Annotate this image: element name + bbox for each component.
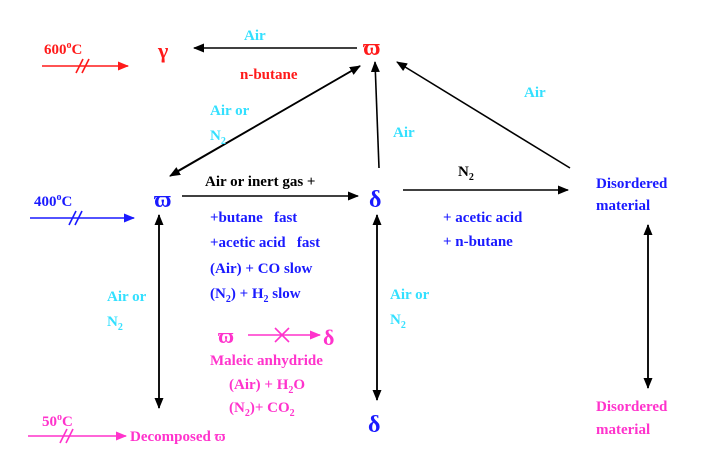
temp-600c: 600oC [44,40,82,58]
slash-50c-1 [59,428,68,444]
label-air-co-slow: (Air) + CO slow [210,261,312,277]
arrow-disordered-to-omega-top [396,61,571,169]
label-air-h2o: (Air) + H2O [229,377,305,396]
label-air-or-n2-right-bottom: Air or N2 [390,287,433,331]
label-n2-h2-slow: (N2) + H2 slow [210,286,301,305]
slash-400c-1 [68,210,77,226]
label-butane-fast: +butane fast [210,210,297,226]
slash-400c-2 [74,210,83,226]
label-air-middle: Air [393,125,415,141]
label-acetic-acid-right: + acetic acid [443,210,523,226]
label-maleic-anhydride: Maleic anhydride [210,353,323,369]
label-air-or-n2-left-bottom: Air or N2 [107,289,150,333]
temp-400c: 400oC [34,192,72,210]
cross-blocked-2 [274,327,290,343]
label-n2-co2: (N2)+ CO2 [229,400,295,419]
label-air-top: Air [244,28,266,44]
arrow-omega-top-to-omega-mid [169,65,361,177]
slash-50c-2 [65,428,74,444]
delta-blocked-symbol: δ [323,325,334,350]
slash-600c-2 [81,58,90,74]
omega-blocked-symbol: ϖ [218,323,234,348]
phase-delta-mid: δ [369,187,381,213]
label-nbutane-right: + n-butane [443,234,513,250]
phase-disordered-bottom: Disordered material [596,399,671,438]
temp-50c: 50oC [42,412,73,430]
label-n2-right: N2 [458,164,474,183]
phase-decomposed: Decomposed ϖ [130,429,226,445]
phase-omega-top: ϖ [363,35,381,61]
label-acetic-fast: +acetic acid fast [210,235,320,251]
phase-gamma: γ [157,38,168,63]
phase-disordered-top: Disordered material [596,176,671,214]
slash-600c-1 [75,58,84,74]
phase-delta-bottom: δ [368,412,380,438]
arrow-delta-to-omega-top [370,61,380,169]
label-nbutane-top: n-butane [240,67,298,83]
label-air-right: Air [524,85,546,101]
label-air-or-n2-left-top: Air or N2 [210,103,253,147]
label-air-or-inert: Air or inert gas + [205,174,315,190]
phase-omega-mid: ϖ [154,187,172,213]
